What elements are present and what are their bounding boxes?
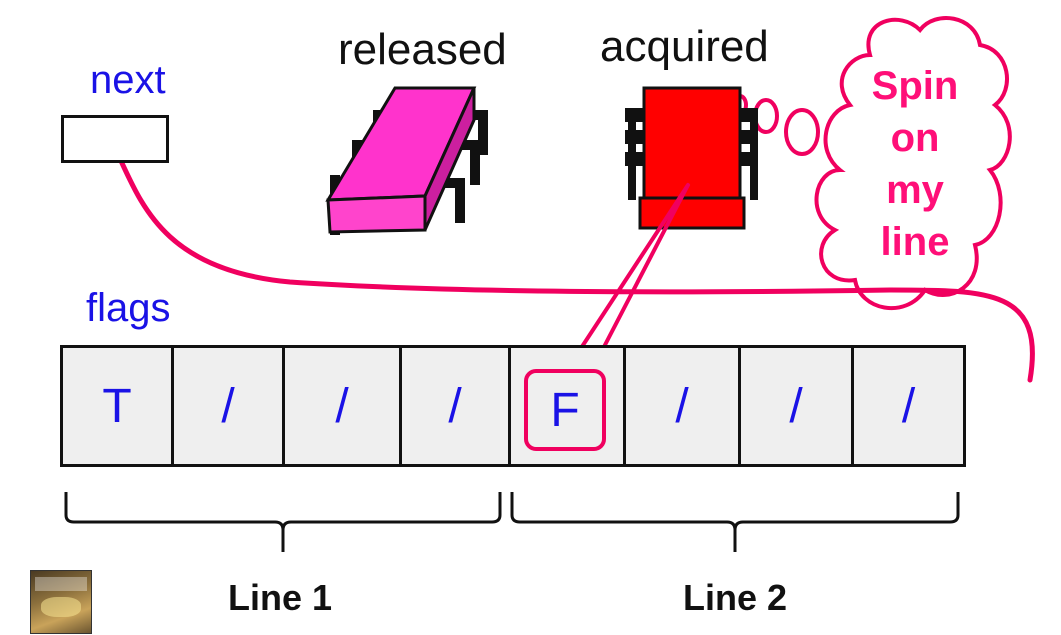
flag-cell: / (171, 345, 285, 467)
line2-brace (510, 492, 960, 552)
line1-label: Line 1 (228, 577, 333, 618)
thought-line: Spin (871, 64, 959, 108)
acquired-pointer (566, 183, 690, 372)
flags-label: flags (86, 286, 171, 330)
flag-cell: T (60, 345, 174, 467)
thought-line: line (880, 220, 950, 264)
flag-cell: / (399, 345, 511, 467)
book-cover-icon (30, 570, 92, 634)
released-label: released (338, 25, 507, 74)
acquired-label: acquired (600, 22, 769, 71)
line1-brace (64, 492, 502, 552)
line2-label: Line 2 (683, 577, 788, 618)
flag-value: F (550, 383, 580, 437)
thought-line: on (890, 116, 940, 160)
flag-cell: / (851, 345, 966, 467)
flags-array: T / / / F / / / (60, 345, 966, 467)
acquired-chip-icon (625, 86, 758, 230)
highlight-box: F (524, 369, 606, 451)
flag-cell: / (282, 345, 402, 467)
thought-text: Spin on my line (840, 60, 990, 268)
next-pointer-curve (112, 145, 1035, 383)
flag-cell-highlighted: F (508, 345, 626, 467)
next-pointer-box (61, 115, 169, 163)
next-label: next (90, 58, 166, 102)
thought-line: my (886, 168, 944, 212)
released-chip-icon (325, 86, 488, 235)
flag-cell: / (623, 345, 741, 467)
flag-cell: / (738, 345, 854, 467)
